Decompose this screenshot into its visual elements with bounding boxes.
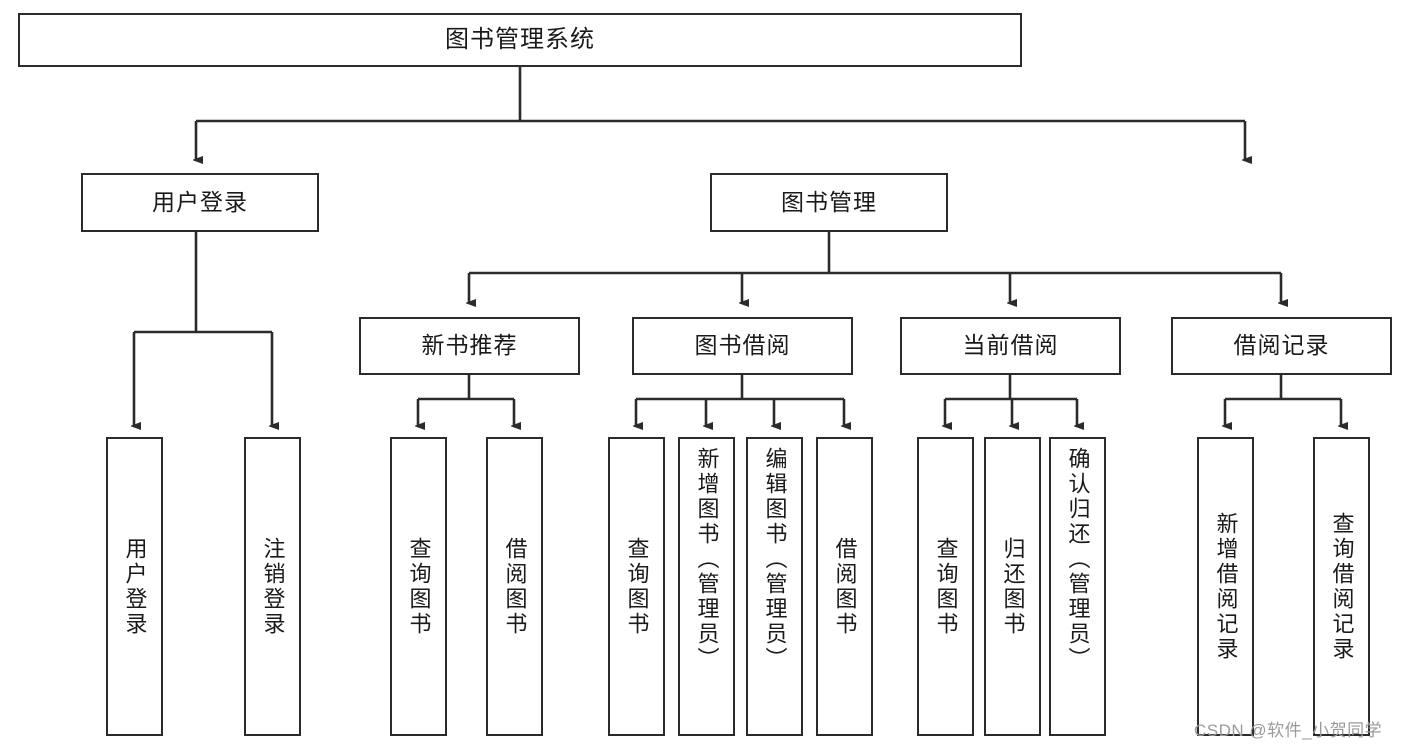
leaf-record-add-record[interactable]: 新增借阅记录 <box>1197 437 1254 736</box>
leaf-user-login-signout[interactable]: 注销登录 <box>244 437 301 736</box>
node-new-book-recommend[interactable]: 新书推荐 <box>359 317 580 375</box>
leaf-borrow-add-book-admin[interactable]: 新增图书（管理员） <box>678 437 735 736</box>
node-user-login[interactable]: 用户登录 <box>81 173 319 232</box>
node-root[interactable]: 图书管理系统 <box>18 13 1022 67</box>
node-book-borrow[interactable]: 图书借阅 <box>632 317 853 375</box>
leaf-borrow-query-book[interactable]: 查询图书 <box>608 437 665 736</box>
node-borrow-record[interactable]: 借阅记录 <box>1171 317 1392 375</box>
csdn-watermark: CSDN @软件_小贺同学 <box>1194 721 1383 740</box>
leaf-current-confirm-return-admin[interactable]: 确认归还（管理员） <box>1049 437 1106 736</box>
leaf-user-login-signin[interactable]: 用户登录 <box>106 437 163 736</box>
leaf-current-return-book[interactable]: 归还图书 <box>984 437 1041 736</box>
node-current-borrow[interactable]: 当前借阅 <box>900 317 1121 375</box>
leaf-borrow-borrow-book[interactable]: 借阅图书 <box>816 437 873 736</box>
node-book-management[interactable]: 图书管理 <box>710 173 948 232</box>
leaf-recommend-query-book[interactable]: 查询图书 <box>390 437 447 736</box>
leaf-current-query-book[interactable]: 查询图书 <box>917 437 974 736</box>
leaf-borrow-edit-book-admin[interactable]: 编辑图书（管理员） <box>746 437 803 736</box>
leaf-recommend-borrow-book[interactable]: 借阅图书 <box>486 437 543 736</box>
leaf-record-query-record[interactable]: 查询借阅记录 <box>1313 437 1370 736</box>
